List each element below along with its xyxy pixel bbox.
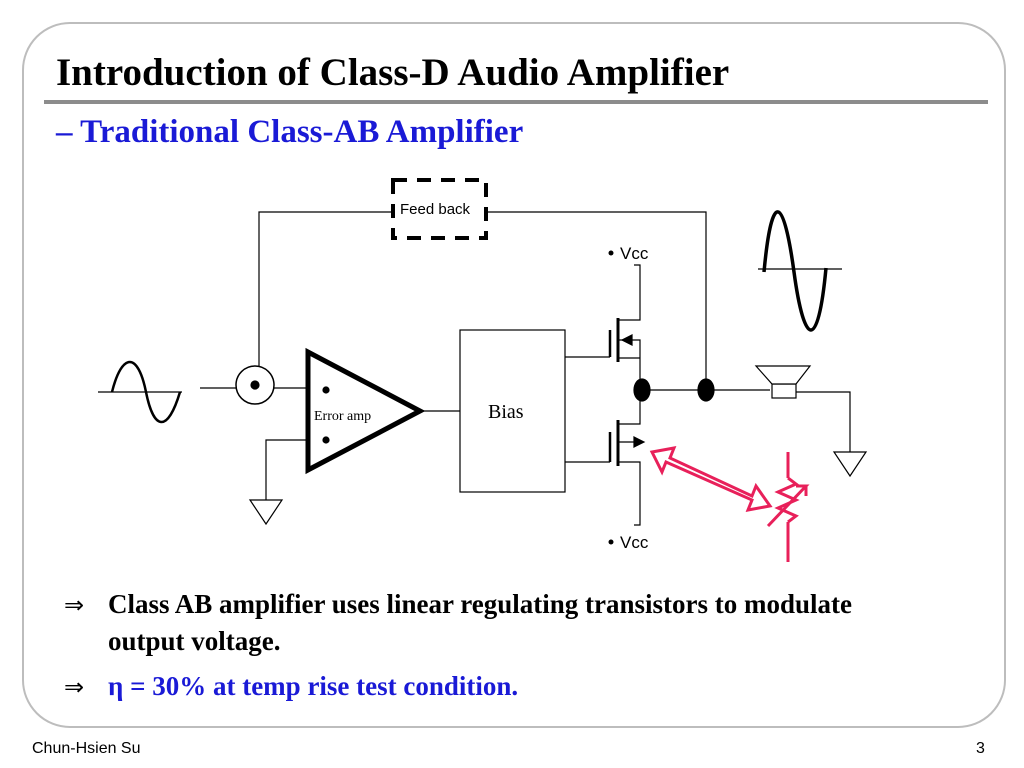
speaker-ground-symbol: [832, 451, 868, 478]
speaker-body: [771, 383, 797, 399]
title-underline: [44, 100, 988, 104]
output-node-2: [697, 378, 715, 402]
error-amp-input-dot-minus: [322, 436, 330, 444]
amp-ground-wire: [265, 439, 308, 500]
thermistor-slash: [766, 484, 810, 528]
bullet-class-ab-description: ⇒ Class AB amplifier uses linear regulati…: [64, 586, 928, 660]
bullet-text: Class AB amplifier uses linear regulatin…: [108, 589, 853, 656]
footer-author: Chun-Hsien Su: [32, 740, 141, 757]
error-amp-label: Error amp: [314, 409, 371, 424]
feedback-dashed-box: [391, 178, 488, 240]
vcc-bottom-dot: [608, 539, 614, 545]
feedback-wire-left: [258, 211, 391, 366]
speaker-ground-wire: [796, 391, 851, 452]
summing-node-dot: [250, 380, 260, 390]
bottom-transistor-drain: [618, 392, 641, 425]
bullet-efficiency: ⇒ η = 30% at temp rise test condition.: [64, 668, 928, 706]
speaker-cone: [754, 365, 812, 385]
bias-block: [459, 329, 566, 493]
thermistor-zigzag: [774, 476, 800, 524]
implies-arrow-icon: ⇒: [64, 673, 85, 701]
bottom-transistor-body: [618, 461, 641, 526]
slide-subtitle: – Traditional Class-AB Amplifier: [56, 114, 524, 150]
top-transistor-arrow: [620, 334, 633, 346]
output-node-1: [633, 378, 651, 402]
vcc-top-label: Vcc: [620, 244, 649, 263]
bias-label: Bias: [488, 401, 524, 423]
bullet-text: η = 30% at temp rise test condition.: [108, 671, 519, 701]
output-sine-wave: [762, 210, 828, 332]
slide-title: Introduction of Class-D Audio Amplifier: [56, 51, 730, 94]
feedback-label: Feed back: [400, 201, 471, 218]
feedback-wire-right: [487, 211, 707, 390]
top-transistor-source: [618, 339, 641, 388]
slide-frame: [22, 22, 1006, 728]
error-amp-triangle: [305, 347, 426, 475]
vcc-top-dot: [608, 250, 614, 256]
top-transistor-drain: [618, 264, 641, 321]
thermal-coupling-arrow: [649, 446, 773, 512]
error-amp-input-dot-plus: [322, 386, 330, 394]
amp-ground-symbol: [248, 499, 284, 526]
vcc-bottom-label: Vcc: [620, 533, 649, 552]
page-number: 3: [976, 740, 985, 757]
implies-arrow-icon: ⇒: [64, 591, 85, 619]
summing-node: [235, 365, 275, 405]
bottom-transistor-arrow: [633, 436, 646, 448]
